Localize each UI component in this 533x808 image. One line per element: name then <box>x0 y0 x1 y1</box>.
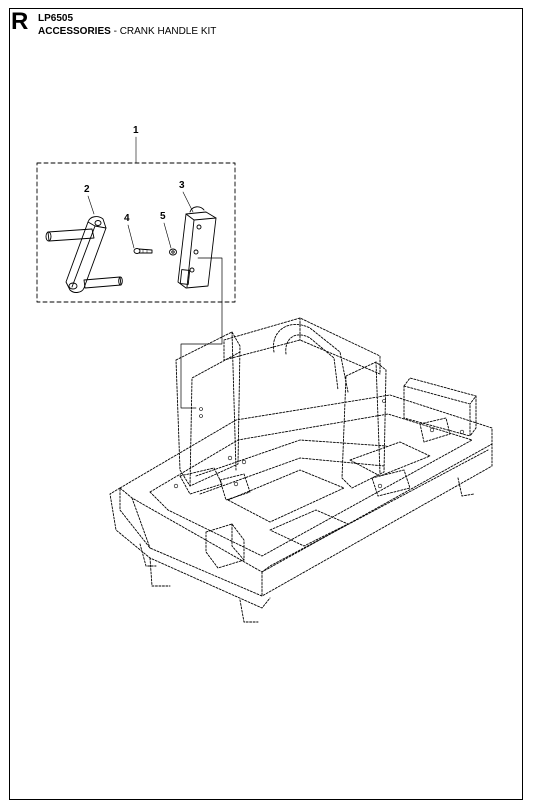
leader-lines <box>87 136 194 249</box>
kit-boundary-box <box>36 162 236 303</box>
bolt-part <box>133 248 153 254</box>
page-title: ACCESSORIES - CRANK HANDLE KIT <box>38 26 216 38</box>
callout-1: 1 <box>133 125 139 136</box>
category-label: ACCESSORIES <box>38 26 111 37</box>
title-separator: - <box>110 26 120 37</box>
frame-mounting-holes <box>173 399 465 489</box>
subtitle-label: CRANK HANDLE KIT <box>119 26 217 37</box>
bracket-part <box>177 206 217 289</box>
callout-4: 4 <box>124 213 130 224</box>
nut-part <box>169 248 177 256</box>
callout-5: 5 <box>160 211 166 222</box>
section-letter: R <box>11 8 29 35</box>
chassis-frame <box>109 317 493 623</box>
crank-handle-part <box>45 216 123 293</box>
callout-2: 2 <box>84 184 90 195</box>
model-number: LP6505 <box>38 13 74 24</box>
page-frame <box>9 8 523 800</box>
kit-connector-line <box>180 257 223 409</box>
callout-3: 3 <box>179 180 185 191</box>
